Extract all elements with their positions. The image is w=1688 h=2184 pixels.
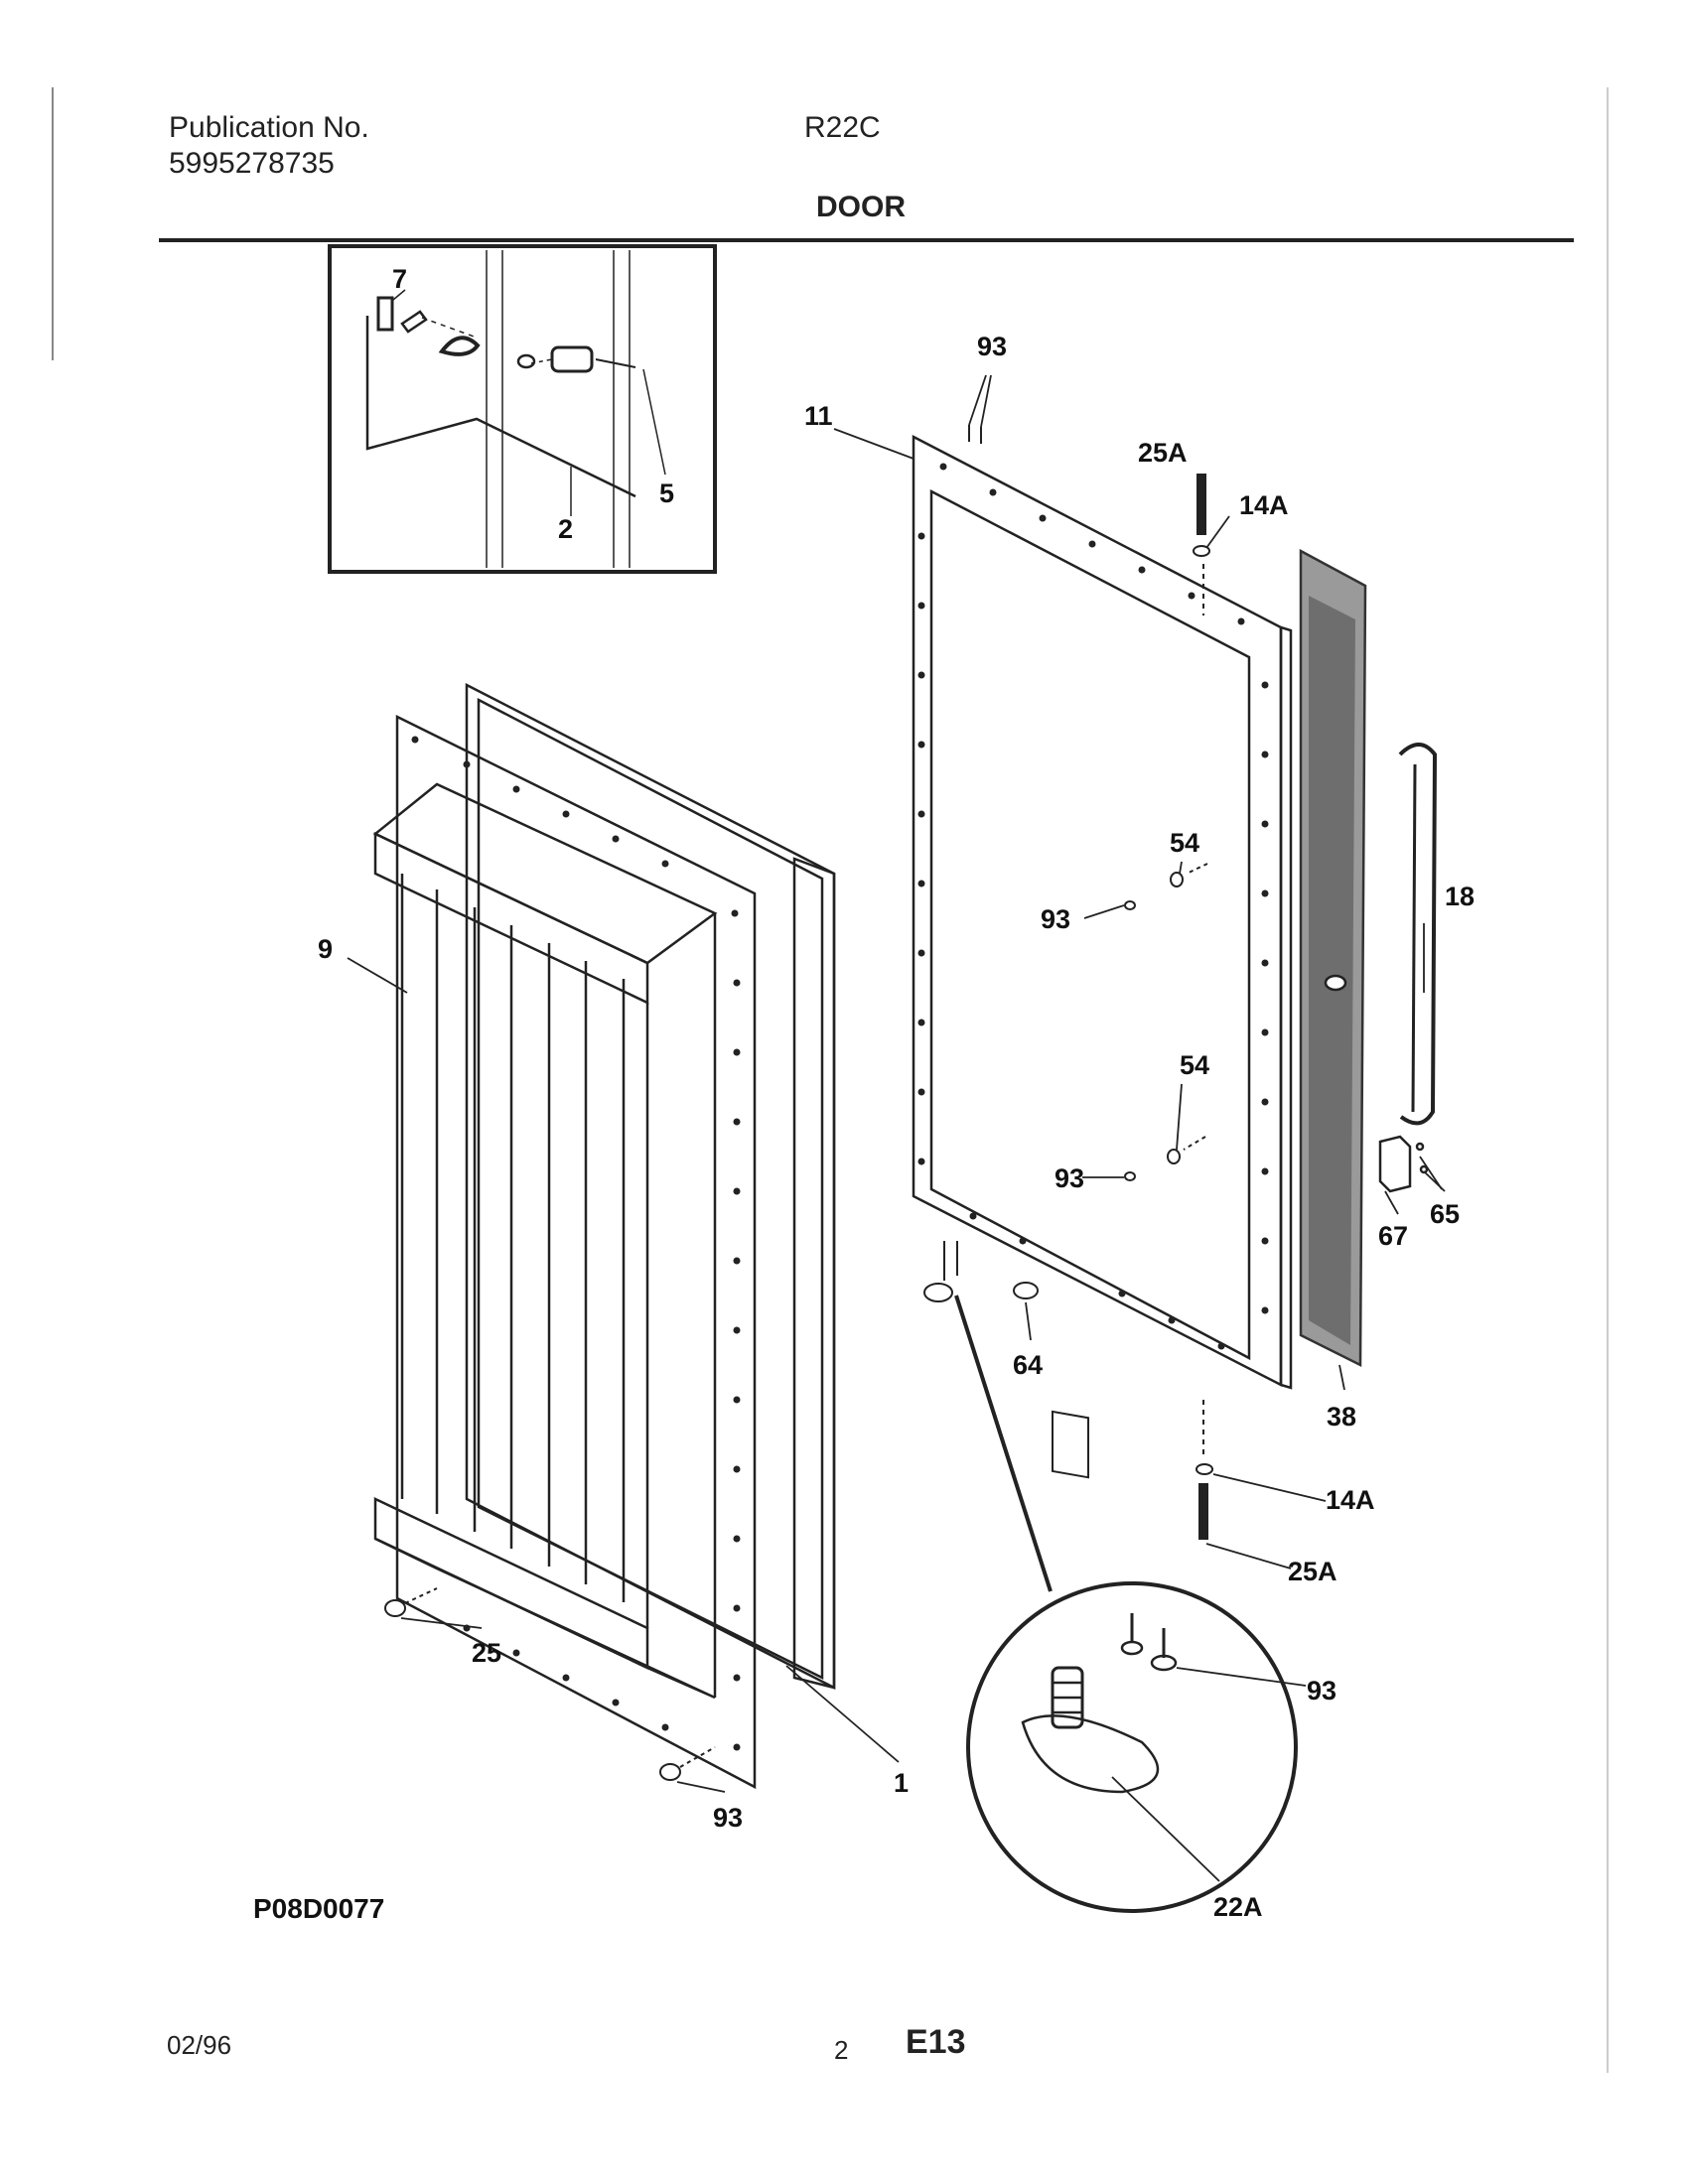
- section-title: DOOR: [816, 191, 906, 223]
- callout-93-bottom: 93: [713, 1803, 743, 1833]
- lock-detail-inset: [328, 244, 717, 574]
- callout-25: 25: [472, 1638, 501, 1668]
- callout-38: 38: [1327, 1402, 1356, 1432]
- scan-edge-line-right: [1607, 87, 1609, 2073]
- fasteners: [384, 425, 1213, 1781]
- callout-7: 7: [392, 264, 407, 294]
- callout-14a-top: 14A: [1239, 490, 1289, 520]
- drawing-code: P08D0077: [253, 1893, 384, 1924]
- callout-67: 67: [1378, 1221, 1408, 1251]
- drain-fitting-detail: [954, 1295, 1298, 1913]
- hinge-bracket: [1378, 1135, 1429, 1193]
- publication-label: Publication No.: [169, 111, 369, 144]
- callout-14a-bottom: 14A: [1326, 1485, 1375, 1515]
- footer-date: 02/96: [167, 2030, 232, 2060]
- callout-93-top: 93: [977, 332, 1007, 361]
- callout-2: 2: [558, 514, 573, 544]
- footer-page-number: 2: [834, 2035, 849, 2065]
- callout-65: 65: [1430, 1199, 1460, 1229]
- inner-liner-panel: [372, 714, 757, 1790]
- callout-leaders: [347, 374, 1446, 1882]
- callout-93-mid2: 93: [1055, 1163, 1084, 1193]
- callout-11: 11: [804, 401, 833, 431]
- callout-54-upper: 54: [1170, 828, 1199, 858]
- callout-25a-bottom: 25A: [1288, 1557, 1337, 1586]
- callout-5: 5: [659, 478, 674, 508]
- callout-93-mid1: 93: [1041, 904, 1070, 934]
- callout-1: 1: [894, 1768, 909, 1798]
- callout-64: 64: [1013, 1350, 1043, 1380]
- outer-door-panel: [912, 434, 1293, 1479]
- callout-18: 18: [1445, 882, 1475, 911]
- callout-54-lower: 54: [1180, 1050, 1209, 1080]
- door-handle: [1398, 743, 1438, 1126]
- footer-page-code: E13: [906, 2023, 966, 2061]
- header-rule: [159, 238, 1574, 242]
- callout-22a: 22A: [1213, 1892, 1263, 1922]
- callout-25a-top: 25A: [1138, 438, 1188, 468]
- handle-trim-strip: [1299, 548, 1367, 1368]
- callout-labels: 7 2 5 93 11 25A 14A 9 54 93 18 54 93 65 …: [253, 264, 1475, 1924]
- callout-9: 9: [318, 934, 333, 964]
- door-gasket: [465, 682, 836, 1691]
- callout-93-detail: 93: [1307, 1676, 1336, 1706]
- model-number: R22C: [804, 111, 881, 144]
- publication-number: 5995278735: [169, 147, 335, 180]
- scan-edge-line: [52, 87, 54, 360]
